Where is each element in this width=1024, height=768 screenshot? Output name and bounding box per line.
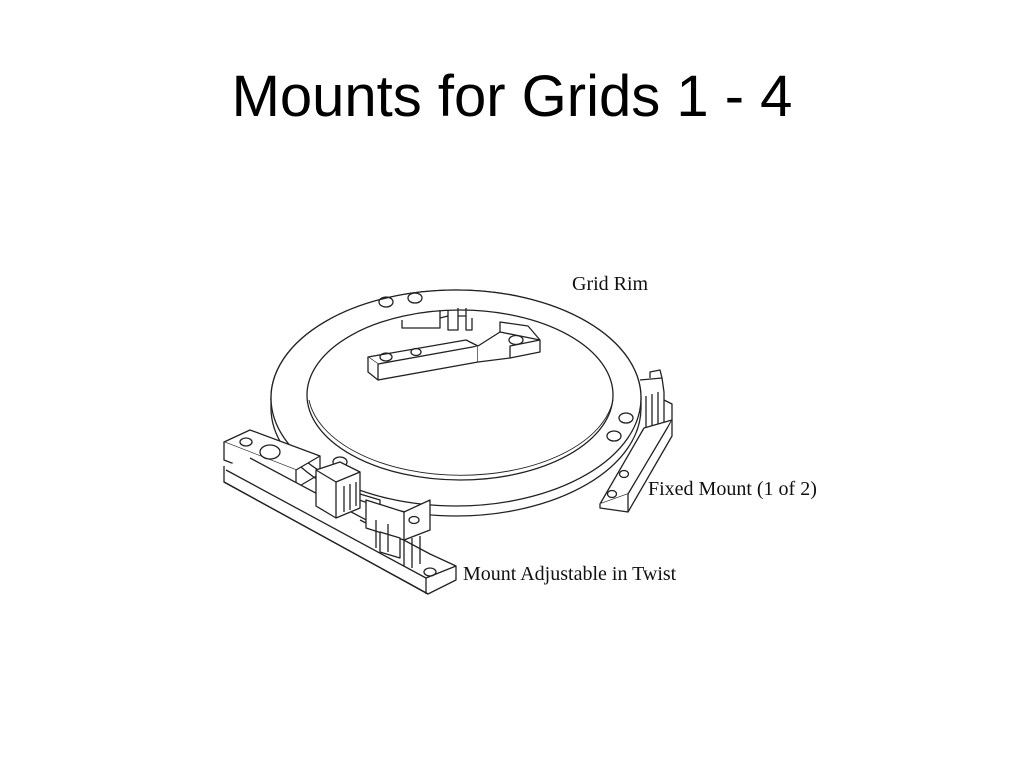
grid-rim-label: Grid Rim xyxy=(572,273,649,295)
fixed-mount xyxy=(599,369,673,513)
fixed-mount-label: Fixed Mount (1 of 2) xyxy=(648,478,817,500)
upper-bracket xyxy=(367,308,541,381)
twist-mount xyxy=(223,429,457,595)
slide-title: Mounts for Grids 1 - 4 xyxy=(231,64,793,129)
mount-adjustable-label: Mount Adjustable in Twist xyxy=(463,563,677,585)
